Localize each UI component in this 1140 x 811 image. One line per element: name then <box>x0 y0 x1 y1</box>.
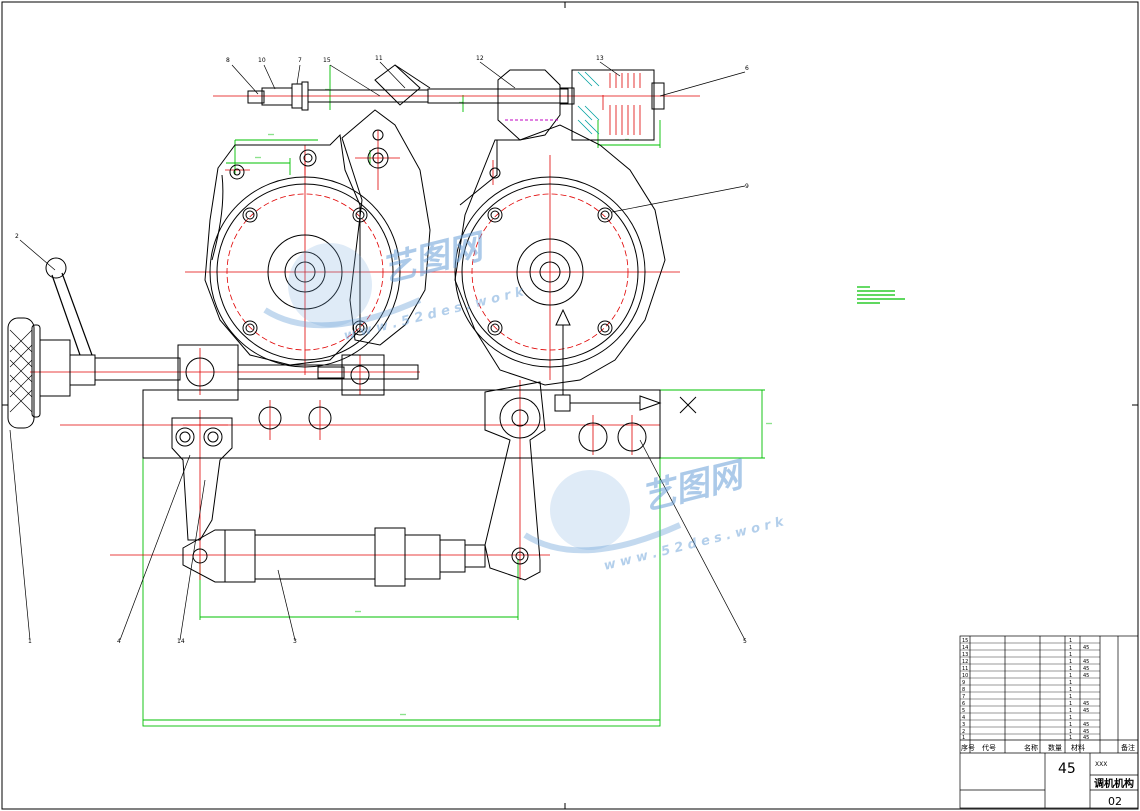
balloon-13: 13 <box>596 55 604 62</box>
svg-text:***: *** <box>255 156 261 161</box>
svg-text:4: 4 <box>962 715 965 721</box>
balloon-10: 10 <box>258 57 266 64</box>
svg-text:***: *** <box>268 133 274 138</box>
balloon-6: 6 <box>745 65 749 72</box>
svg-text:10: 10 <box>962 673 968 679</box>
svg-text:15: 15 <box>962 638 968 644</box>
balloon-5: 5 <box>743 638 747 645</box>
svg-text:***: *** <box>400 713 406 718</box>
balloon-4: 4 <box>117 638 121 645</box>
dimension-lines <box>142 65 765 727</box>
header-code: 代号 <box>982 743 996 752</box>
svg-text:2: 2 <box>962 729 965 735</box>
balloon-11: 11 <box>375 55 383 62</box>
watermark-brand-text: 艺图网 <box>638 454 751 519</box>
svg-text:1: 1 <box>1069 673 1072 679</box>
svg-text:7: 7 <box>962 694 965 700</box>
watermark-globe-icon <box>550 470 630 550</box>
spring-hatch <box>577 71 600 135</box>
spring-coils <box>609 73 641 135</box>
svg-text:45: 45 <box>1083 708 1089 714</box>
svg-text:***: *** <box>355 610 361 615</box>
svg-text:1: 1 <box>1069 729 1072 735</box>
svg-text:1: 1 <box>1069 638 1072 644</box>
leader-lines <box>9 61 746 641</box>
header-remark: 备注 <box>1121 743 1135 752</box>
balloon-12: 12 <box>476 55 484 62</box>
drawing-number: 02 <box>1108 795 1122 808</box>
title-block-rows <box>960 642 1100 735</box>
svg-text:9: 9 <box>962 680 965 686</box>
svg-text:8: 8 <box>962 687 965 693</box>
svg-text:1: 1 <box>1069 680 1072 686</box>
header-name: 名称 <box>1024 743 1038 752</box>
balloon-2: 2 <box>15 233 19 240</box>
svg-text:1: 1 <box>1069 687 1072 693</box>
part-number-column: 15 14 13 12 11 10 9 8 7 6 5 4 3 2 1 <box>962 638 968 741</box>
svg-text:45: 45 <box>1083 701 1089 707</box>
svg-text:1: 1 <box>1069 666 1072 672</box>
balloon-3: 3 <box>293 638 297 645</box>
svg-text:1: 1 <box>1069 715 1072 721</box>
part-outlines <box>7 64 697 587</box>
svg-text:45: 45 <box>1083 666 1089 672</box>
header-qty: 数量 <box>1048 743 1062 752</box>
title-block-header: 序号 代号 名称 数量 材料 备注 <box>961 743 1135 752</box>
watermark-globe-icon <box>288 243 372 327</box>
watermark-swoosh-icon <box>523 522 682 554</box>
watermark-swoosh-icon <box>263 297 422 329</box>
svg-text:11: 11 <box>962 666 968 672</box>
svg-text:45: 45 <box>1083 645 1089 651</box>
knurl-hatch <box>9 329 33 413</box>
svg-text:6: 6 <box>962 701 965 707</box>
svg-text:1: 1 <box>1069 645 1072 651</box>
svg-text:1: 1 <box>1069 659 1072 665</box>
title-block: 15 14 13 12 11 10 9 8 7 6 5 4 3 2 1 1 1 … <box>959 635 1139 809</box>
dimension-texts: *** *** *** *** *** ** ** ** <box>255 88 772 718</box>
header-material: 材料 <box>1071 743 1085 752</box>
svg-text:45: 45 <box>1083 659 1089 665</box>
svg-text:45: 45 <box>1083 729 1089 735</box>
svg-text:1: 1 <box>1069 722 1072 728</box>
svg-text:1: 1 <box>962 735 965 741</box>
center-lines <box>30 95 700 580</box>
material-big: 45 <box>1058 761 1076 777</box>
svg-text:12: 12 <box>962 659 968 665</box>
svg-text:3: 3 <box>962 722 965 728</box>
balloon-9: 9 <box>745 183 749 190</box>
qty-column: 1 1 1 1 1 1 1 1 1 1 1 1 1 1 1 <box>1069 638 1072 741</box>
balloon-8: 8 <box>226 57 230 64</box>
small-code: XXX <box>1095 761 1107 768</box>
svg-text:1: 1 <box>1069 694 1072 700</box>
svg-text:14: 14 <box>962 645 968 651</box>
balloon-15: 15 <box>323 57 331 64</box>
balloon-labels: 1 2 3 4 5 6 7 8 9 10 11 12 13 14 15 <box>15 55 749 645</box>
tech-notes-green <box>857 286 905 304</box>
watermark-2: 艺图网 w w w . 5 2 d e s . w o r k <box>523 454 786 574</box>
watermark-brand-text: 艺图网 <box>378 226 491 291</box>
svg-text:1: 1 <box>1069 708 1072 714</box>
svg-text:1: 1 <box>1069 735 1072 741</box>
svg-text:1: 1 <box>1069 701 1072 707</box>
svg-text:45: 45 <box>1083 735 1089 741</box>
svg-text:5: 5 <box>962 708 965 714</box>
balloon-1: 1 <box>28 638 32 645</box>
balloon-7: 7 <box>298 57 302 64</box>
material-column: 45 45 45 45 45 45 45 45 45 <box>1083 645 1089 741</box>
header-no: 序号 <box>961 743 975 752</box>
svg-text:45: 45 <box>1083 722 1089 728</box>
svg-text:13: 13 <box>962 652 968 658</box>
svg-text:45: 45 <box>1083 673 1089 679</box>
svg-text:***: *** <box>766 422 772 427</box>
assembly-name: 调机机构 <box>1094 777 1134 790</box>
balloon-14: 14 <box>177 638 185 645</box>
svg-text:1: 1 <box>1069 652 1072 658</box>
